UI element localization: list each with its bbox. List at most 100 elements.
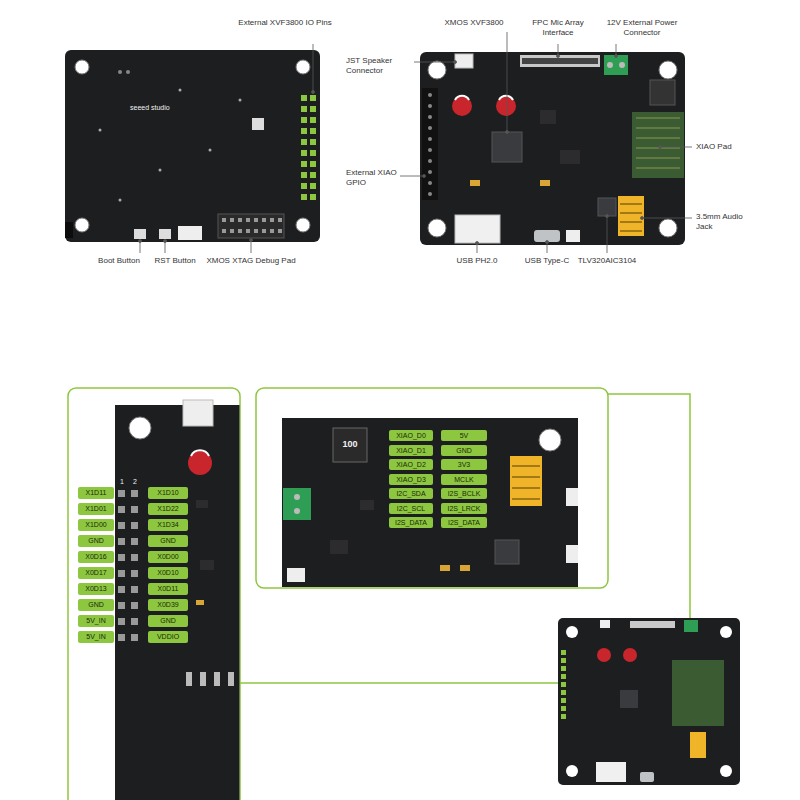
board-back-part <box>99 129 102 132</box>
board-front-part-part <box>636 128 680 129</box>
callout-label: RST Button <box>148 256 202 266</box>
pin-label: X0D11 <box>148 583 188 595</box>
board-back-part-part <box>262 229 266 233</box>
board-front-part <box>618 196 644 236</box>
board-back-part <box>75 60 89 74</box>
pin-label: I2S_DATA <box>441 517 487 528</box>
board-overview-part <box>561 650 566 719</box>
board-front-part-part <box>620 203 642 205</box>
zoom-panel-header-part-part <box>131 538 138 545</box>
pin-label: X0D39 <box>148 599 188 611</box>
board-back-part-part <box>310 172 316 178</box>
board-front-part <box>566 230 580 242</box>
leader-lines-part <box>164 240 167 243</box>
board-back-part-part <box>310 194 316 200</box>
zoom-panel-header <box>68 388 240 800</box>
board-back-part <box>159 229 171 239</box>
zoom-panel-header-part-part <box>131 490 138 497</box>
zoom-panel-header-part-part <box>118 634 125 641</box>
zoom-panel-header-part <box>183 400 213 426</box>
board-back-part <box>209 149 212 152</box>
board-overview-part-part <box>561 690 566 695</box>
leader-lines-part <box>506 131 509 134</box>
board-front-part-part <box>428 104 432 108</box>
board-back-part <box>65 50 320 242</box>
zoom-panel-xiao-part <box>495 540 519 564</box>
callout-label: XMOS XTAG Debug Pad <box>206 256 296 266</box>
board-back-part-part <box>310 128 316 134</box>
board-front-part <box>420 52 685 245</box>
board-back-part <box>301 95 316 200</box>
board-front-part <box>659 219 677 237</box>
leader-lines-part <box>546 241 549 244</box>
pin-label: X0D10 <box>148 567 188 579</box>
zoom-panel-header-part-part <box>118 618 125 625</box>
zoom-lines-part <box>240 682 558 684</box>
board-overview-part <box>672 660 724 726</box>
zoom-panel-header-part-part <box>131 634 138 641</box>
pin-label: GND <box>148 615 188 627</box>
board-front-part <box>455 215 500 243</box>
zoom-panel-header-part-part <box>118 602 125 609</box>
board-back-part <box>126 70 130 74</box>
board-overview-part-part <box>561 650 566 655</box>
zoom-panel-header-part-part <box>186 672 192 686</box>
board-overview-part <box>620 690 638 708</box>
callout-label: FPC Mic Array Interface <box>522 18 594 37</box>
board-overview-part <box>690 732 706 758</box>
callout-label: Boot Button <box>90 256 148 266</box>
pin-label: GND <box>148 535 188 547</box>
zoom-panel-xiao-part <box>566 488 578 506</box>
pin-label: I2S_DATA <box>389 517 433 528</box>
board-back-part-part <box>254 229 258 233</box>
board-front-part-part <box>428 170 432 174</box>
board-front-part-part <box>428 181 432 185</box>
board-front-part-part <box>428 137 432 141</box>
callout-label: 3.5mm Audio Jack <box>696 212 754 231</box>
leader-lines-part <box>251 240 252 253</box>
pin-label: X1D22 <box>148 503 188 515</box>
zoom-lines-part <box>608 394 690 620</box>
zoom-panel-header-part <box>129 417 151 439</box>
zoom-panel-xiao-part <box>330 540 348 554</box>
pin-label: XIAO_D0 <box>389 430 433 441</box>
board-front-part <box>428 61 446 79</box>
board-front-part <box>496 96 516 116</box>
leader-lines-part <box>312 91 315 94</box>
callout-label: JST Speaker Connector <box>346 56 412 75</box>
board-front-part <box>422 88 438 200</box>
board-front-part-part <box>428 126 432 130</box>
zoom-panel-xiao-part <box>294 494 300 500</box>
zoom-panel-header-part <box>68 388 240 800</box>
board-overview-part-part <box>561 682 566 687</box>
callout-label: XIAO Pad <box>696 142 752 152</box>
zoom-panel-header-part <box>186 672 234 686</box>
board-back-part <box>222 218 282 233</box>
board-front-part <box>560 150 580 164</box>
board-back-part-part <box>301 150 307 156</box>
board-back-part-part <box>301 183 307 189</box>
zoom-panel-xiao-part <box>287 568 305 582</box>
zoom-panel-header-part-part <box>118 522 125 529</box>
board-front-part-part <box>636 118 680 119</box>
board-front-part-part <box>620 230 642 232</box>
zoom-panel-xiao-part-part <box>512 465 540 467</box>
zoom-panel-header-part-part <box>131 618 138 625</box>
zoom-panel-header-part-part <box>131 522 138 529</box>
callout-label: External XVF3800 IO Pins <box>238 18 332 28</box>
pin-label: X0D00 <box>148 551 188 563</box>
board-back-part <box>65 222 73 238</box>
board-back-part <box>296 218 310 232</box>
zoom-panel-header-part-part <box>131 506 138 513</box>
board-back-part-part <box>301 161 307 167</box>
zoom-panel-xiao-part <box>440 565 450 571</box>
board-back-part-part <box>278 229 282 233</box>
zoom-panel-xiao-part <box>566 545 578 563</box>
pin-label: 5V <box>441 430 487 441</box>
leader-lines-part <box>606 215 609 218</box>
zoom-panel-xiao-part <box>283 488 311 520</box>
zoom-panel-header-part <box>196 600 204 605</box>
board-front-part <box>619 62 625 68</box>
pin-label: XIAO_D2 <box>389 459 433 470</box>
